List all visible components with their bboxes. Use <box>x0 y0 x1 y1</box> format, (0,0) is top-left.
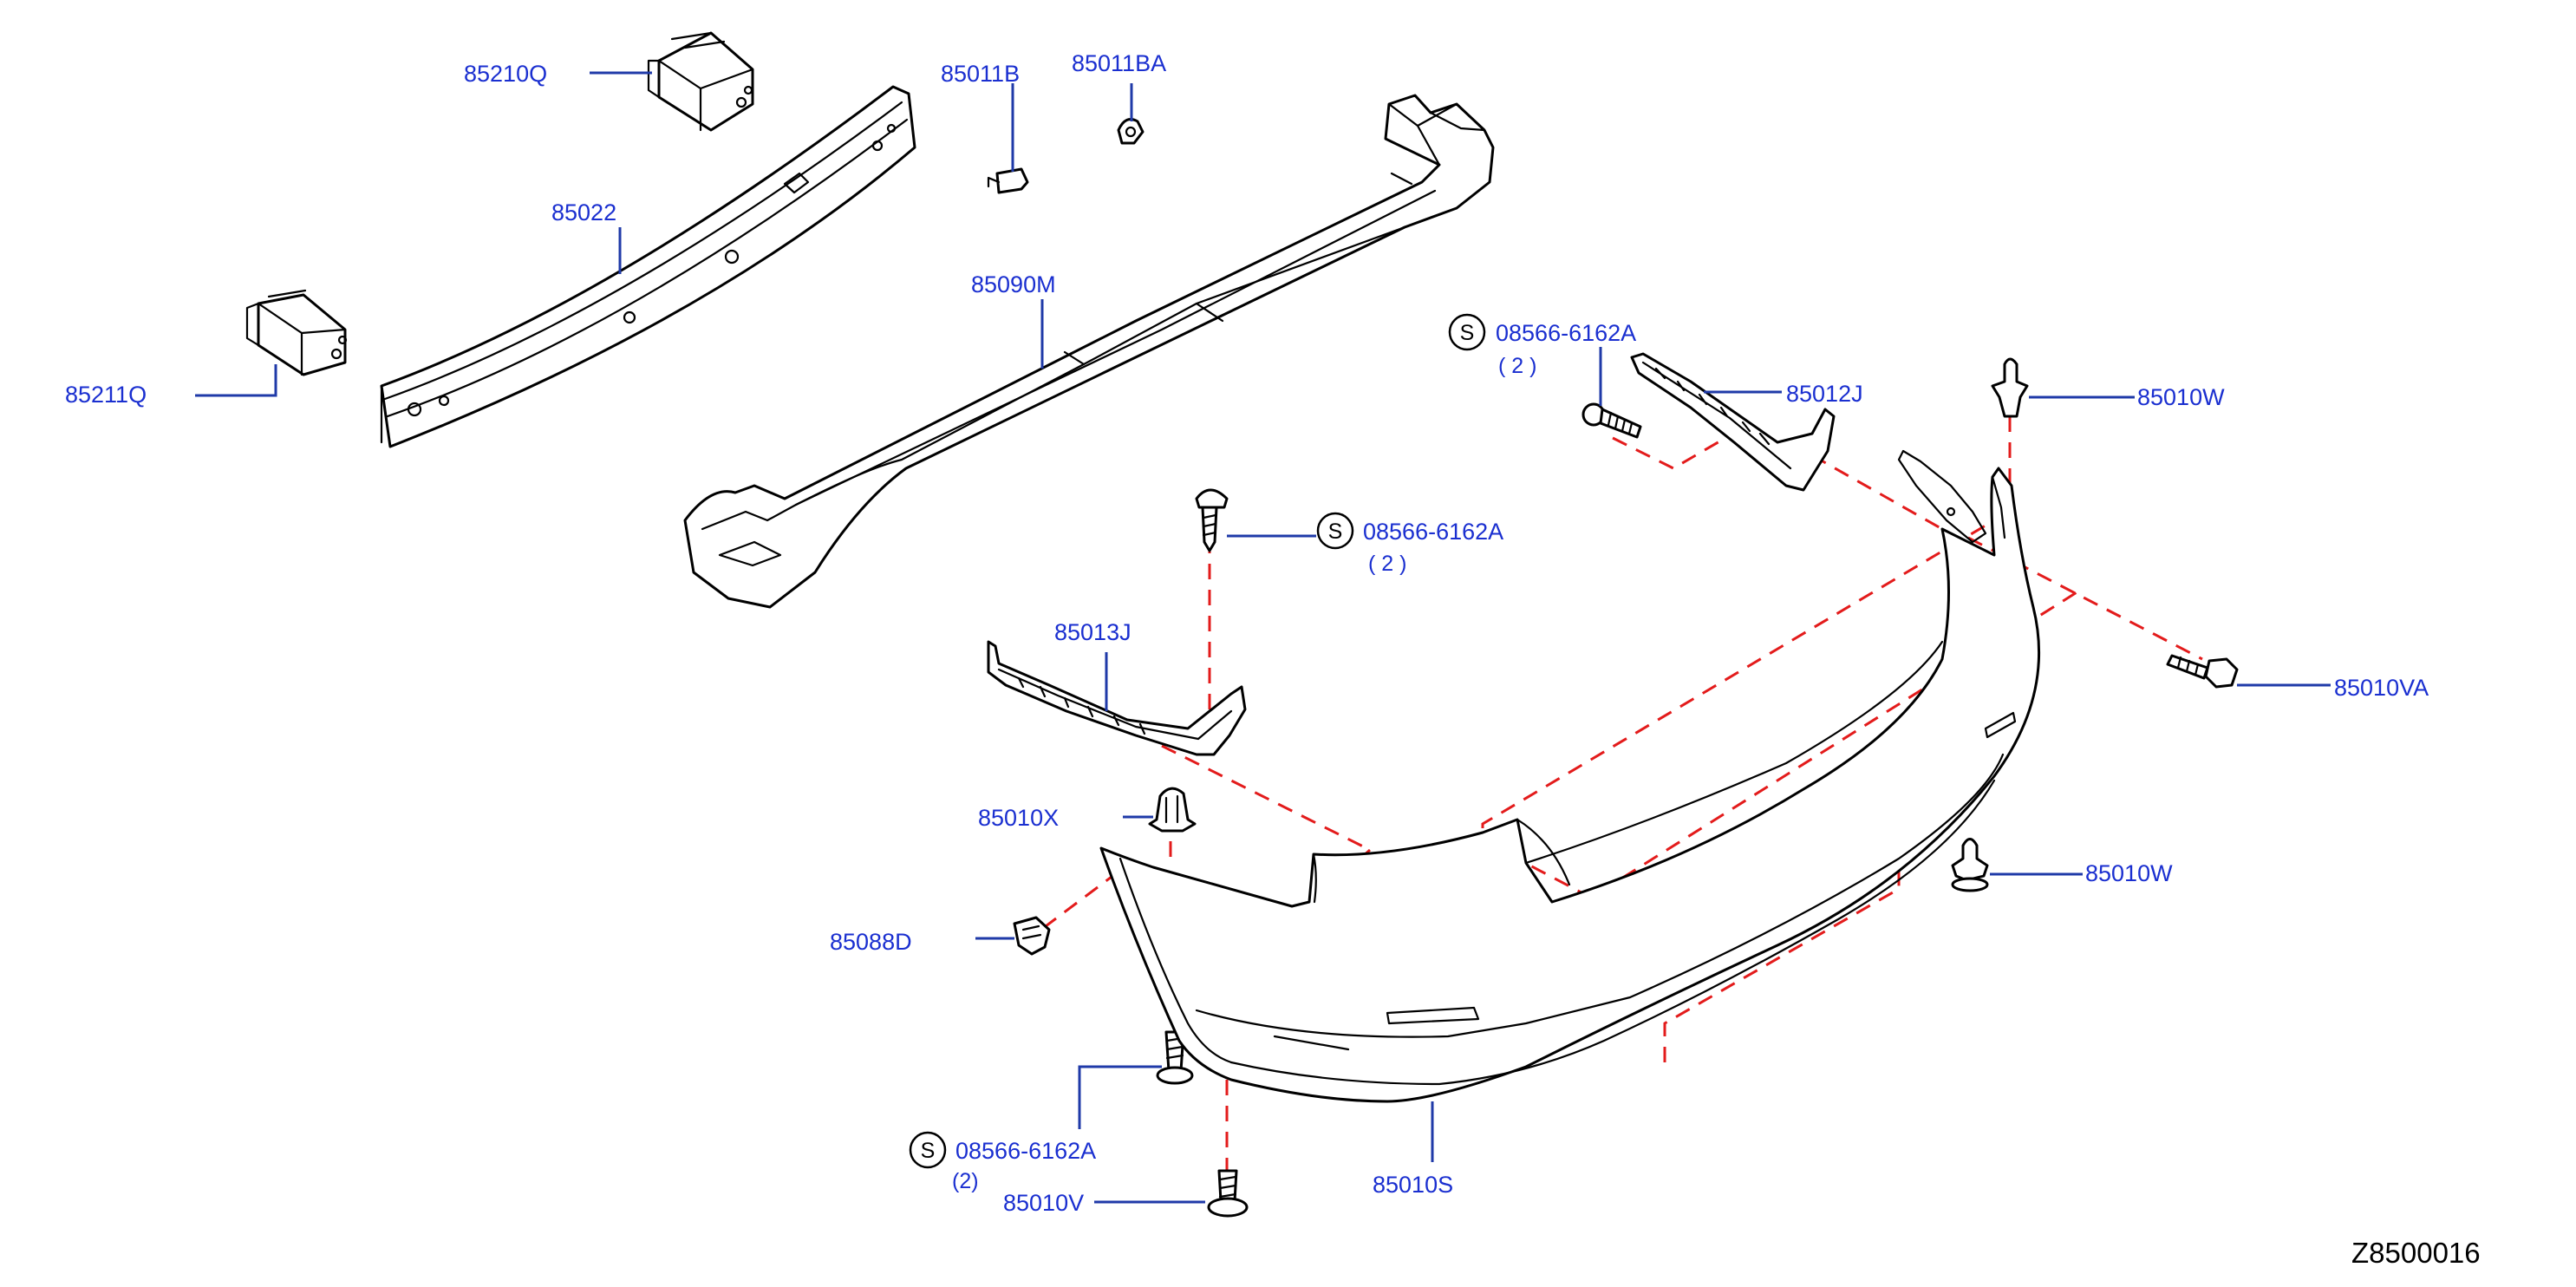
label-85010S: 85010S <box>1373 1172 1453 1198</box>
clip-85011BA[interactable] <box>1117 118 1145 145</box>
clip-85010W-top[interactable] <box>1991 357 2029 418</box>
label-85022: 85022 <box>551 199 616 225</box>
standard-mark-circle-2 <box>1316 512 1354 550</box>
label-85010VA: 85010VA <box>2334 675 2429 701</box>
clip-85010X[interactable] <box>1148 787 1197 833</box>
dashed-line-bracket-left-bumper <box>1161 744 1371 852</box>
dashed-line-bolt-85010VA <box>1967 536 2203 661</box>
label-85013J: 85013J <box>1054 619 1131 645</box>
bracket-85013J[interactable] <box>987 640 1247 756</box>
label-85010X: 85010X <box>978 805 1059 831</box>
bracket-85012J[interactable] <box>1630 352 1836 492</box>
label-85210Q: 85210Q <box>464 61 547 87</box>
dashed-line-screw-85012J <box>1612 436 1726 470</box>
bracket-85211Q[interactable] <box>245 289 348 376</box>
label-85090M: 85090M <box>971 271 1056 297</box>
qty-08566-6162A-right: ( 2 ) <box>1498 354 1536 378</box>
standard-mark-circle-1 <box>1448 313 1486 351</box>
screw-08566-6162A-right[interactable] <box>1581 402 1642 439</box>
bolt-85010VA[interactable] <box>2166 654 2239 689</box>
label-08566-6162A-middle: 08566-6162A <box>1363 519 1503 545</box>
bolt-85010V[interactable] <box>1207 1169 1249 1218</box>
dashed-line-upper-diag-1 <box>1481 519 1995 880</box>
label-85010W-top: 85010W <box>2137 384 2225 410</box>
qty-08566-6162A-lower: (2) <box>952 1169 979 1193</box>
dashed-line-lower-right <box>1663 867 1901 1062</box>
part-labels: 85210Q 85011B 85011BA 85022 85211Q 85090… <box>65 50 2481 1269</box>
leader-85211Q <box>195 364 277 397</box>
standard-mark-1: S <box>1460 321 1475 345</box>
label-85012J: 85012J <box>1786 381 1863 407</box>
screw-08566-6162A-middle[interactable] <box>1195 488 1229 552</box>
label-85011BA: 85011BA <box>1072 50 1166 76</box>
standard-mark-circle-3 <box>909 1131 947 1169</box>
label-08566-6162A-right: 08566-6162A <box>1496 320 1636 346</box>
clip-85011B[interactable] <box>987 167 1029 194</box>
label-85011B: 85011B <box>941 61 1020 87</box>
label-85010V: 85010V <box>1003 1190 1084 1216</box>
standard-mark-2: S <box>1328 519 1343 544</box>
standard-mark-3: S <box>921 1139 936 1163</box>
leader-lines <box>195 71 2331 1204</box>
leader-08566-lower <box>1078 1065 1162 1129</box>
reinforcement-85022[interactable] <box>380 85 916 448</box>
clip-85010W-bottom[interactable] <box>1951 838 1989 892</box>
diagram-id: Z8500016 <box>2351 1237 2481 1269</box>
clip-85088D[interactable] <box>1013 916 1051 956</box>
qty-08566-6162A-middle: ( 2 ) <box>1368 552 1406 576</box>
bracket-85210Q[interactable] <box>647 31 754 132</box>
label-08566-6162A-lower: 08566-6162A <box>955 1138 1096 1164</box>
label-85088D: 85088D <box>830 929 912 955</box>
label-85010W-bottom: 85010W <box>2085 860 2173 886</box>
label-85211Q: 85211Q <box>65 382 147 408</box>
bumper-fascia-85010S[interactable] <box>1099 449 2041 1103</box>
energy-absorber-85090M[interactable] <box>683 94 1495 609</box>
